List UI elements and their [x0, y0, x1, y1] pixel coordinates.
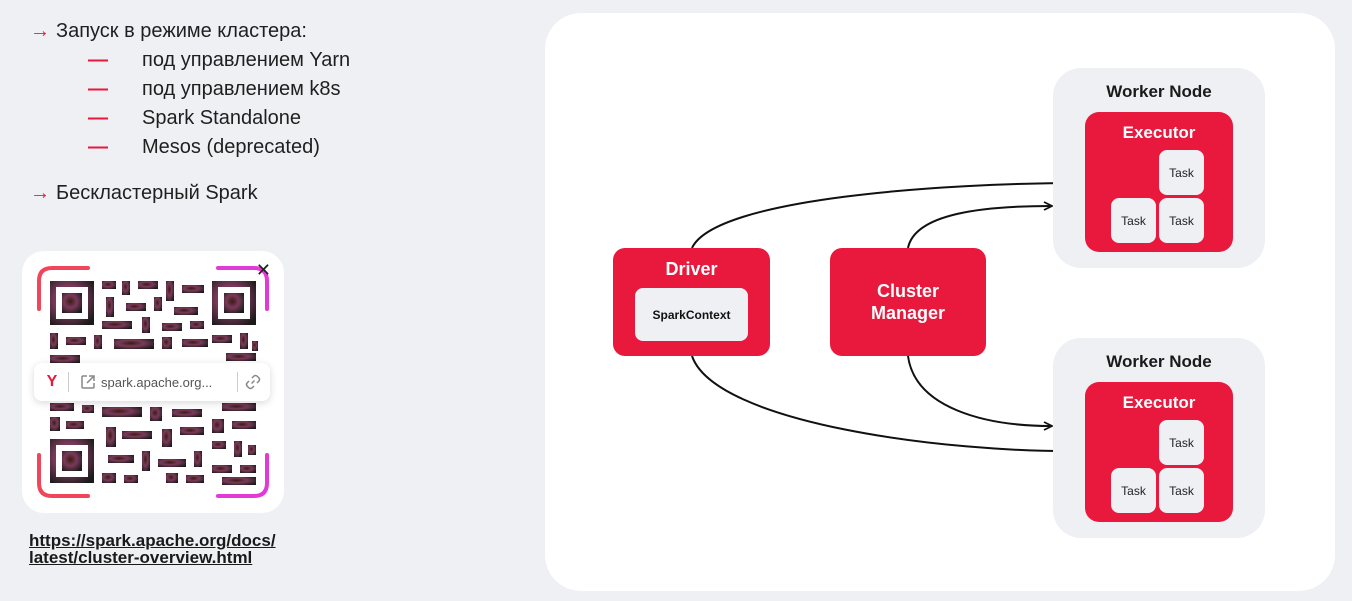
sub-item-k8s: — под управлением k8s — [30, 75, 490, 104]
worker-node-title: Worker Node — [1106, 352, 1212, 371]
docs-link[interactable]: https://spark.apache.org/docs/latest/clu… — [29, 531, 276, 567]
sub-item-mesos: — Mesos (deprecated) — [30, 133, 490, 162]
qr-card[interactable]: ✕ Y spark.apache.org... — [22, 251, 284, 513]
task-box: Task — [1111, 468, 1156, 513]
task-box: Task — [1111, 198, 1156, 243]
executor-title: Executor — [1122, 393, 1196, 412]
sub-item-yarn: — под управлением Yarn — [30, 46, 490, 75]
bullet-cluster-mode: → Запуск в режиме кластера: — [30, 16, 490, 46]
sub-item-text: Mesos (deprecated) — [142, 136, 320, 158]
task-box: Task — [1159, 468, 1204, 513]
dash-icon: — — [88, 107, 108, 129]
sub-item-text: Spark Standalone — [142, 107, 302, 129]
cluster-manager-line2: Manager — [870, 303, 946, 323]
divider — [68, 372, 69, 392]
diagram-panel: Driver SparkContext Cluster Manager Work… — [545, 13, 1335, 591]
close-icon[interactable]: ✕ — [255, 260, 271, 280]
worker-node-2: Worker Node Executor Task Task Task — [1053, 338, 1265, 538]
executor-title: Executor — [1122, 123, 1196, 142]
arrow-right-icon: → — [30, 20, 50, 42]
dash-icon: — — [88, 78, 108, 100]
sub-item-standalone: — Spark Standalone — [30, 104, 490, 133]
dash-icon: — — [88, 49, 108, 71]
qr-url-text: spark.apache.org... — [101, 374, 213, 390]
worker-node-1: Worker Node Executor Task Task Task — [1053, 68, 1265, 268]
worker-node-title: Worker Node — [1106, 82, 1212, 101]
driver-node: Driver SparkContext — [613, 248, 770, 356]
qr-code-icon — [37, 266, 269, 498]
qr-url-bar[interactable]: Y spark.apache.org... — [34, 363, 270, 401]
driver-title: Driver — [665, 259, 718, 279]
bullet-clusterless: → Бескластерный Spark — [30, 178, 490, 208]
spark-context-box: SparkContext — [635, 288, 748, 341]
connection-arrows — [691, 13, 1335, 591]
external-link-icon[interactable] — [79, 373, 97, 391]
bullet-cluster-mode-text: Запуск в режиме кластера: — [56, 20, 307, 42]
sub-item-text: под управлением Yarn — [142, 49, 351, 71]
arrow-right-icon: → — [30, 182, 50, 204]
task-box: Task — [1159, 420, 1204, 465]
yandex-logo-icon: Y — [46, 373, 58, 390]
sub-item-text: под управлением k8s — [142, 78, 341, 100]
cluster-manager-line1: Cluster — [876, 281, 939, 301]
divider — [237, 372, 238, 392]
cluster-manager-node: Cluster Manager — [830, 248, 986, 356]
task-box: Task — [1159, 198, 1204, 243]
bullet-clusterless-text: Бескластерный Spark — [56, 182, 258, 204]
bullet-list: → Запуск в режиме кластера: — под управл… — [30, 16, 490, 208]
executor: Executor Task Task Task — [1085, 112, 1233, 252]
link-icon[interactable] — [244, 373, 262, 391]
dash-icon: — — [88, 136, 108, 158]
task-box: Task — [1159, 150, 1204, 195]
executor: Executor Task Task Task — [1085, 382, 1233, 522]
